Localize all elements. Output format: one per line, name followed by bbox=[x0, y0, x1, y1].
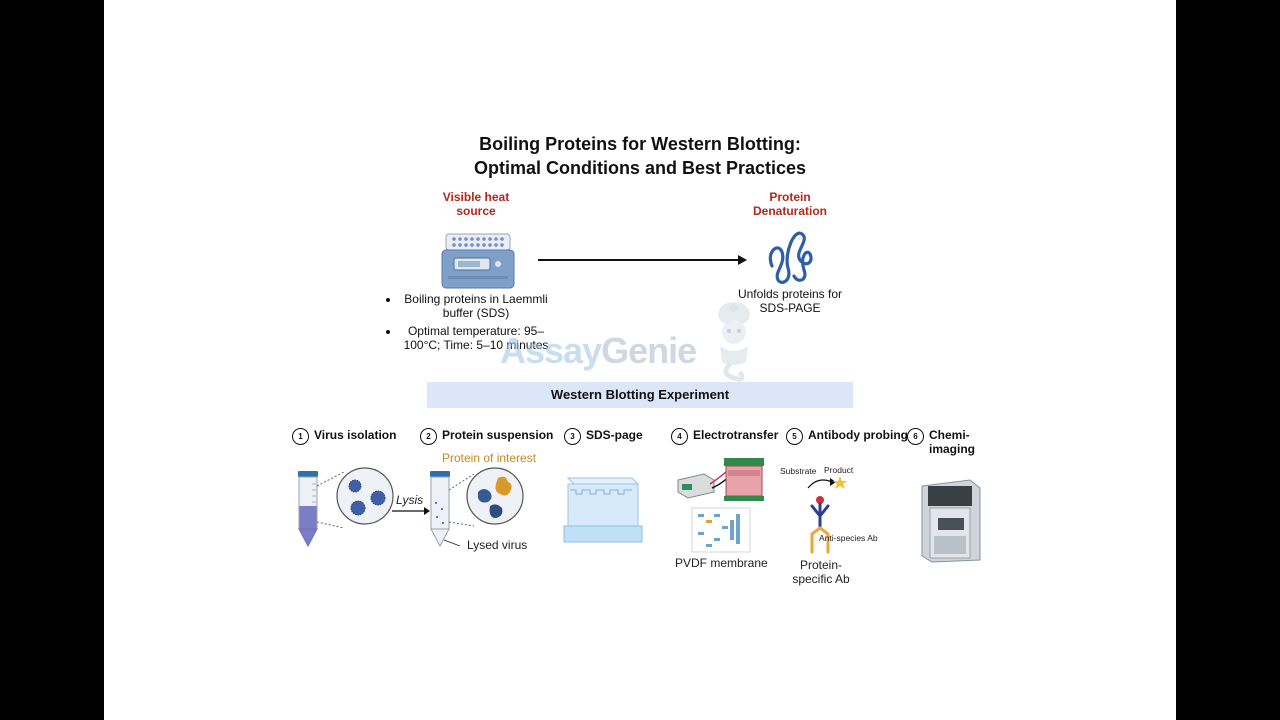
step-2: 2 Protein suspension bbox=[420, 428, 553, 445]
heat-block-icon bbox=[441, 233, 515, 289]
step-6-label: Chemi-imaging bbox=[929, 428, 976, 456]
watermark-text-1: Assay bbox=[500, 330, 602, 371]
step-6: 6 Chemi-imaging bbox=[907, 428, 977, 456]
step-1-number: 1 bbox=[292, 428, 309, 445]
protein-coil-icon bbox=[768, 231, 813, 284]
step-2-label: Protein suspension bbox=[442, 428, 554, 442]
step-4: 4 Electrotransfer bbox=[671, 428, 778, 445]
title-line-2: Optimal Conditions and Best Practices bbox=[473, 158, 807, 178]
diagram-canvas: Boiling Proteins for Western Blotting: O… bbox=[104, 0, 1176, 720]
lysed-virus-label: Lysed virus bbox=[467, 538, 528, 552]
watermark-text-2: Genie bbox=[601, 330, 697, 371]
step-5-number: 5 bbox=[786, 428, 803, 445]
step-4-label: Electrotransfer bbox=[693, 428, 779, 442]
step-5-label: Antibody probing bbox=[808, 428, 908, 442]
step-2-number: 2 bbox=[420, 428, 437, 445]
step-3-number: 3 bbox=[564, 428, 581, 445]
step-3-label: SDS-page bbox=[586, 428, 643, 442]
heat-bullets: Boiling proteins in Laemmli buffer (SDS)… bbox=[386, 292, 552, 356]
step-6-number: 6 bbox=[907, 428, 924, 445]
step-1: 1 Virus isolation bbox=[292, 428, 396, 445]
antibody-icon bbox=[807, 476, 847, 554]
assaygenie-watermark: AssayGenie bbox=[500, 330, 697, 372]
heat-source-label: Visible heat source bbox=[442, 190, 510, 218]
bullet-laemmli: Boiling proteins in Laemmli buffer (SDS) bbox=[400, 292, 552, 320]
lysed-tube-icon bbox=[430, 467, 524, 548]
substrate-label: Substrate bbox=[780, 466, 817, 476]
product-label: Product bbox=[824, 465, 854, 475]
centrifuge-tube-icon bbox=[298, 467, 394, 548]
pvdf-label: PVDF membrane bbox=[675, 556, 768, 570]
gel-tank-icon bbox=[563, 477, 643, 543]
experiment-banner: Western Blotting Experiment bbox=[427, 382, 853, 408]
bullet-temperature: Optimal temperature: 95–100°C; Time: 5–1… bbox=[400, 324, 552, 352]
denaturation-caption: Unfolds proteins for SDS-PAGE bbox=[737, 287, 843, 315]
step-3: 3 SDS-page bbox=[564, 428, 643, 445]
genie-mascot-icon bbox=[718, 302, 750, 382]
step-5: 5 Antibody probing bbox=[786, 428, 908, 445]
imager-icon bbox=[921, 479, 981, 563]
arrow-icon bbox=[538, 255, 747, 265]
step-1-label: Virus isolation bbox=[314, 428, 397, 442]
step-4-number: 4 bbox=[671, 428, 688, 445]
virus-icon bbox=[348, 479, 386, 516]
lysis-arrow-icon bbox=[392, 507, 430, 515]
protein-specific-label: Protein-specific Ab bbox=[792, 558, 850, 586]
title-line-1: Boiling Proteins for Western Blotting: bbox=[479, 134, 801, 154]
protein-of-interest-label: Protein of interest bbox=[442, 451, 537, 465]
anti-species-label: Anti-species Ab bbox=[819, 533, 878, 543]
lysis-label: Lysis bbox=[396, 493, 424, 507]
electrotransfer-icon bbox=[677, 458, 764, 553]
denaturation-label: Protein Denaturation bbox=[752, 190, 827, 218]
